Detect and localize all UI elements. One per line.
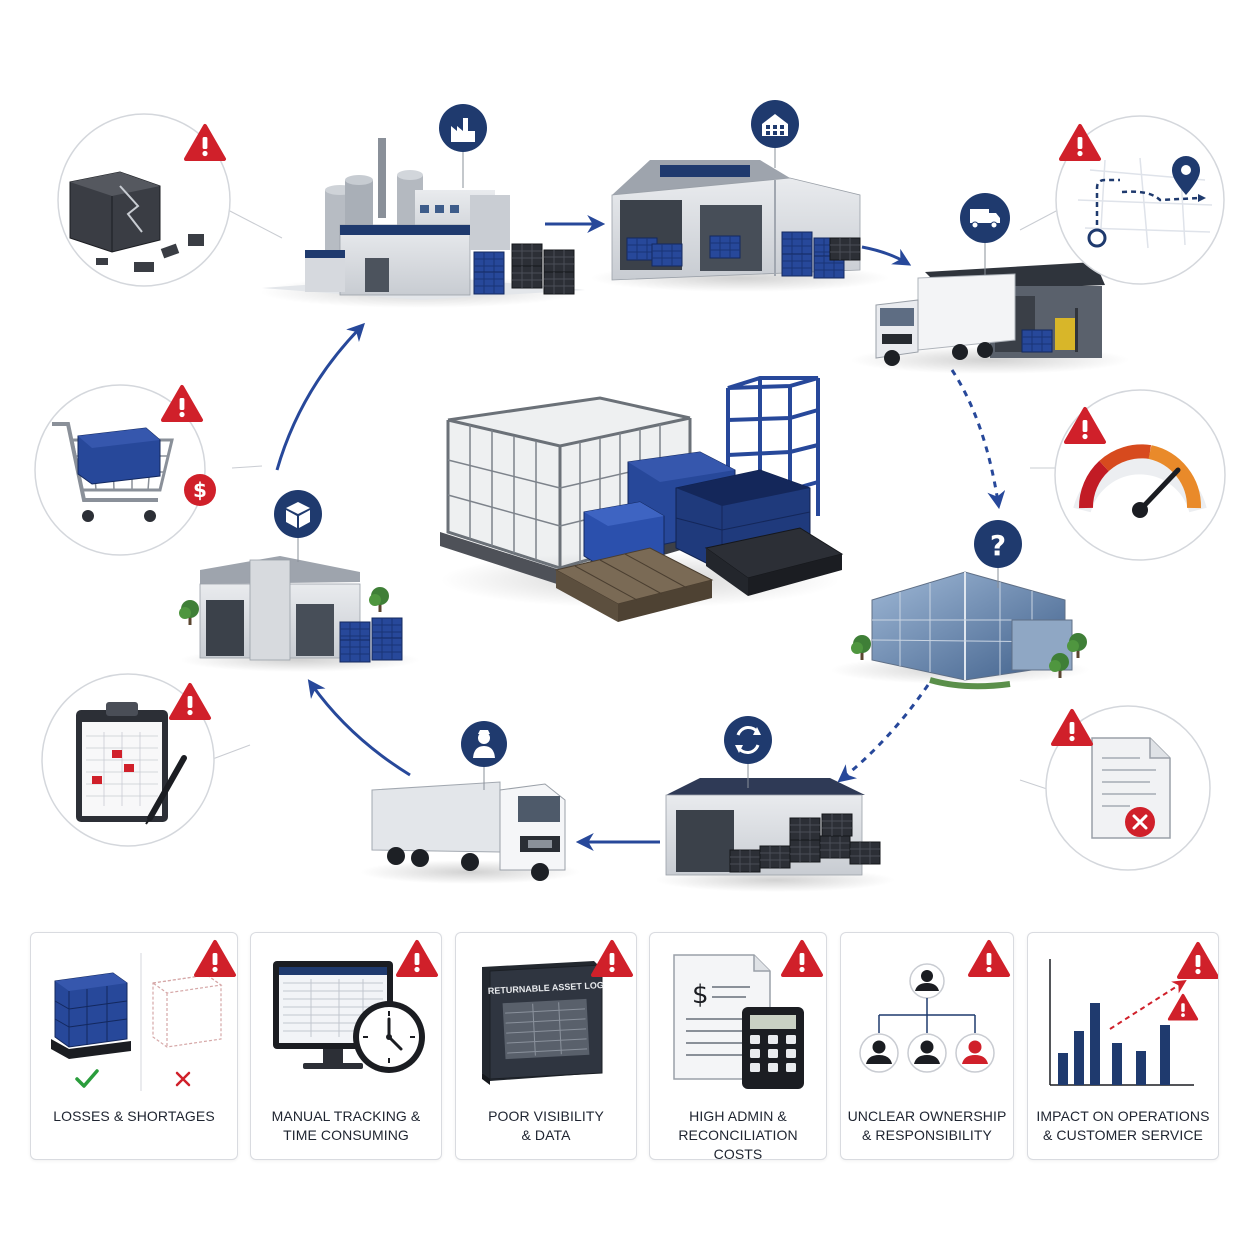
arrow-packaging-to-factory (275, 322, 366, 471)
warehouse-scene (590, 160, 890, 292)
bubble-performance-gauge (1054, 389, 1226, 561)
document-error-icon (1091, 737, 1171, 839)
route-map-icon (1077, 156, 1213, 249)
factory-icon (451, 118, 475, 142)
wooden-pallet (554, 547, 714, 622)
delivery-truck-pin (461, 721, 507, 790)
card-admin-costs: $ HIGH ADMIN & RECONCILIATION COSTS (649, 932, 827, 1162)
alert-icon (396, 940, 438, 977)
card-label: LOSSES & SHORTAGES (53, 1108, 215, 1124)
clipboard-icon (76, 702, 187, 825)
arrow-truck-to-packaging (307, 679, 411, 777)
card-unclear-ownership: UNCLEAR OWNERSHIP & RESPONSIBILITY (840, 932, 1014, 1160)
arrow-warehouse-to-dc (861, 245, 912, 266)
plastic-pallet (704, 527, 844, 596)
warehouse-pin (751, 100, 799, 168)
org-chart-icon (859, 963, 995, 1073)
center-assets (440, 376, 844, 622)
bar-chart-icon (1049, 959, 1194, 1086)
bubble-damaged-crate (57, 113, 231, 287)
packaging-warehouse-scene (179, 556, 420, 672)
office-pin: ? (974, 520, 1022, 588)
card-label: MANUAL TRACKING & TIME CONSUMING (271, 1108, 421, 1143)
issue-cards: LOSSES & SHORTAGES (30, 932, 1220, 1162)
bubble-rejected-document (1045, 705, 1211, 871)
speedometer-icon (1073, 444, 1207, 518)
delivery-truck-scene (360, 781, 580, 884)
card-impact-operations: IMPACT ON OPERATIONS & CUSTOMER SERVICE (1027, 932, 1219, 1160)
distribution-pin (960, 193, 1010, 275)
alert-icon (1167, 942, 1218, 1021)
monitor-clock-icon (273, 961, 425, 1073)
invoice-calculator-icon: $ (673, 954, 804, 1089)
card-label: IMPACT ON OPERATIONS & CUSTOMER SERVICE (1036, 1108, 1210, 1143)
arrow-dc-to-office (950, 369, 1006, 510)
alert-icon (968, 940, 1010, 977)
card-losses-shortages: LOSSES & SHORTAGES (30, 932, 238, 1160)
card-label: POOR VISIBILITY & DATA (488, 1108, 604, 1143)
broken-crate-icon (69, 171, 204, 272)
card-manual-tracking: MANUAL TRACKING & TIME CONSUMING (250, 932, 442, 1160)
factory-scene (260, 138, 585, 308)
crate-check-icon (51, 953, 223, 1091)
question-icon: ? (990, 529, 1006, 562)
bubble-paper-checklist (41, 673, 215, 847)
distribution-center-scene (850, 262, 1130, 374)
bubble-misused-cart: $ (34, 384, 216, 556)
return-depot-pin (724, 716, 772, 788)
truck-icon (970, 209, 1000, 229)
shopping-cart-icon: $ (52, 422, 216, 522)
return-depot-scene (655, 778, 895, 892)
alert-icon (194, 940, 236, 977)
logbook-icon: RETURNABLE ASSET LOG (482, 961, 604, 1085)
card-label: HIGH ADMIN & RECONCILIATION COSTS (678, 1108, 798, 1162)
svg-text:$: $ (193, 478, 207, 502)
warehouse-icon (762, 114, 788, 136)
arrow-office-to-depot (837, 684, 930, 783)
driver-icon (473, 730, 495, 758)
currency-symbol: $ (692, 980, 709, 1010)
flow-arrows (275, 215, 1006, 851)
alert-icon (591, 940, 633, 977)
packaging-pin (274, 490, 322, 562)
office-scene (830, 571, 1090, 690)
box-icon (286, 502, 310, 528)
card-poor-visibility: RETURNABLE ASSET LOG POOR VISIBILITY & D… (455, 932, 637, 1160)
card-label: UNCLEAR OWNERSHIP & RESPONSIBILITY (847, 1108, 1007, 1143)
bubble-lost-route (1055, 115, 1225, 285)
alert-icon (781, 940, 823, 977)
factory-pin (439, 104, 487, 188)
